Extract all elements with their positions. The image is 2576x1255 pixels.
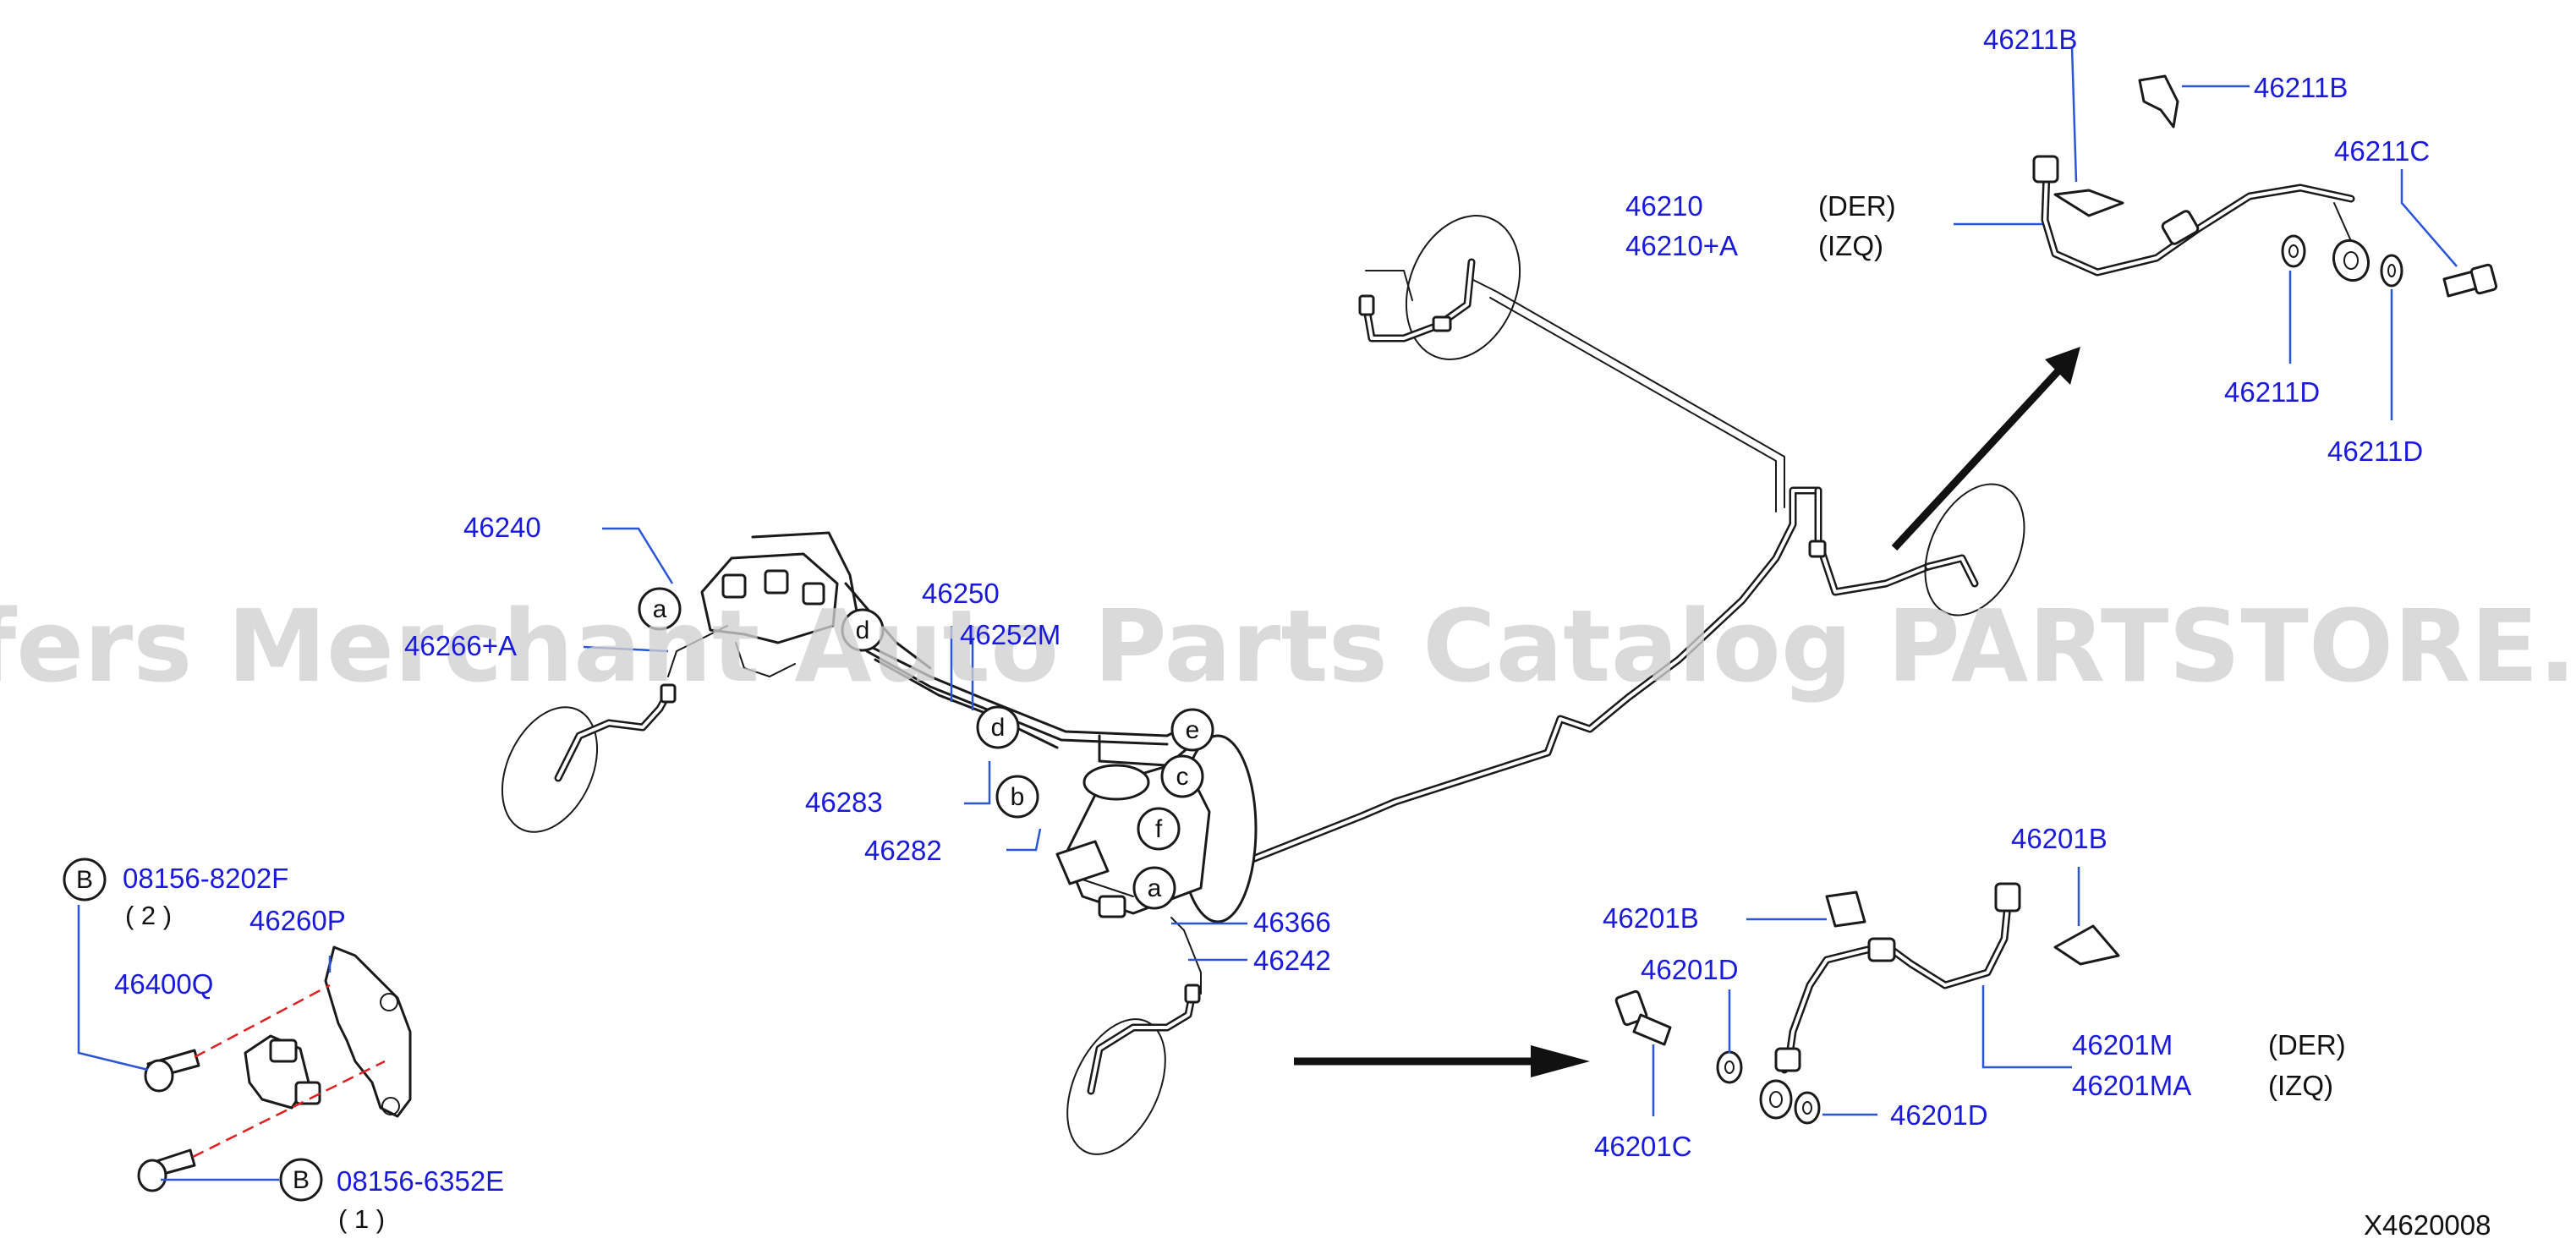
svg-text:B: B [293, 1166, 310, 1194]
arrow-to-front-hose [1294, 1045, 1590, 1077]
side-izq-bottom: (IZQ) [2268, 1070, 2333, 1101]
part-46211B-right[interactable]: 46211B [2254, 72, 2348, 103]
qty-2: ( 2 ) [125, 901, 172, 930]
drawing-code: X4620008 [2364, 1209, 2491, 1241]
part-46201D-top[interactable]: 46201D [1641, 954, 1739, 985]
part-08156-8202F[interactable]: 08156-8202F [123, 863, 288, 894]
svg-text:c: c [1176, 763, 1189, 791]
main-brake-lines [751, 278, 1932, 884]
part-46210A[interactable]: 46210+A [1625, 230, 1738, 261]
wheel-disc-top [1358, 215, 1521, 360]
part-46211B-top[interactable]: 46211B [1983, 24, 2077, 55]
wheel-disc-bottom [1066, 917, 1202, 1155]
ref-b: b [995, 775, 1039, 819]
watermark: Offers Merchant Auto Parts Catalog PARTS… [0, 588, 2576, 704]
ref-e: e [1170, 708, 1214, 752]
svg-text:d: d [856, 617, 870, 644]
rear-brake-hose [2032, 74, 2498, 298]
part-46242[interactable]: 46242 [1253, 945, 1331, 976]
part-46260P[interactable]: 46260P [249, 905, 346, 936]
svg-text:e: e [1186, 716, 1200, 744]
part-46211D-a[interactable]: 46211D [2224, 376, 2320, 408]
side-der-bottom: (DER) [2268, 1029, 2346, 1060]
svg-text:a: a [1148, 874, 1162, 902]
part-08156-6352E[interactable]: 08156-6352E [337, 1165, 504, 1197]
svg-text:a: a [653, 595, 667, 623]
part-46252M[interactable]: 46252M [960, 619, 1061, 650]
svg-text:B: B [76, 866, 93, 894]
part-46201M[interactable]: 46201M [2072, 1029, 2173, 1060]
leader-lines [77, 46, 2458, 1181]
ref-d2: d [976, 705, 1020, 749]
qty-1: ( 1 ) [338, 1204, 385, 1234]
svg-text:b: b [1011, 783, 1025, 811]
sensor-bracket-assembly [137, 945, 412, 1192]
part-46201MA[interactable]: 46201MA [2072, 1070, 2191, 1101]
part-46266A[interactable]: 46266+A [404, 630, 517, 661]
part-46211C[interactable]: 46211C [2334, 135, 2430, 167]
part-46201B-right[interactable]: 46201B [2011, 823, 2107, 854]
part-46201D-bottom[interactable]: 46201D [1890, 1099, 1988, 1131]
svg-text:f: f [1155, 815, 1163, 843]
wheel-disc-left [501, 683, 677, 833]
part-46250[interactable]: 46250 [922, 578, 1000, 609]
part-46201C[interactable]: 46201C [1594, 1131, 1692, 1162]
ref-f: f [1137, 807, 1181, 851]
ref-B1: B [63, 858, 107, 902]
side-der-top: (DER) [1818, 190, 1896, 222]
svg-text:d: d [991, 714, 1006, 742]
part-46210[interactable]: 46210 [1625, 190, 1703, 222]
side-izq-top: (IZQ) [1818, 230, 1883, 261]
part-46240[interactable]: 46240 [463, 512, 541, 543]
ref-a1: a [638, 587, 682, 631]
ref-B2: B [279, 1158, 323, 1202]
wheel-disc-right [1808, 483, 2025, 617]
part-46282[interactable]: 46282 [864, 835, 942, 866]
part-46283[interactable]: 46283 [805, 786, 883, 818]
part-46211D-b[interactable]: 46211D [2327, 436, 2423, 467]
arrow-to-rear-hose [1891, 347, 2080, 551]
part-46400Q[interactable]: 46400Q [114, 968, 213, 1000]
front-brake-hose [1614, 882, 2120, 1125]
ref-c: c [1160, 754, 1204, 798]
proportioning-valve [667, 552, 839, 677]
ref-d1: d [841, 608, 885, 652]
part-46366[interactable]: 46366 [1253, 907, 1331, 938]
ref-a2: a [1132, 866, 1176, 910]
part-46201B-left[interactable]: 46201B [1603, 902, 1699, 934]
